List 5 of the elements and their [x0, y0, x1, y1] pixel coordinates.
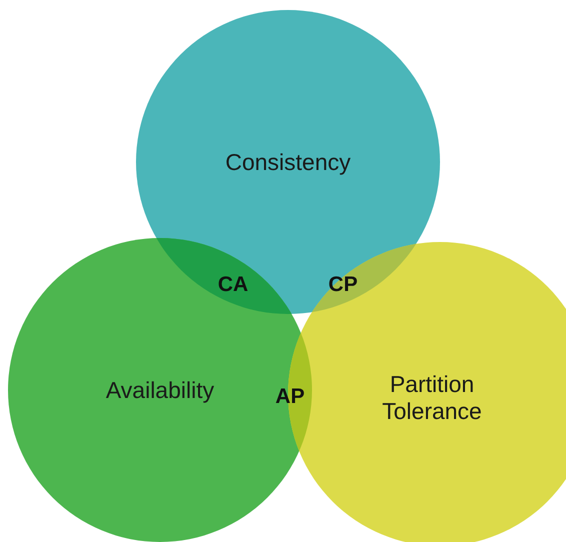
- region-label: CA: [218, 273, 248, 297]
- circle-label: Partition Tolerance: [381, 371, 483, 425]
- circle-label: Consistency: [224, 148, 352, 176]
- region-label: AP: [275, 385, 305, 409]
- circle-label: Availability: [104, 376, 216, 404]
